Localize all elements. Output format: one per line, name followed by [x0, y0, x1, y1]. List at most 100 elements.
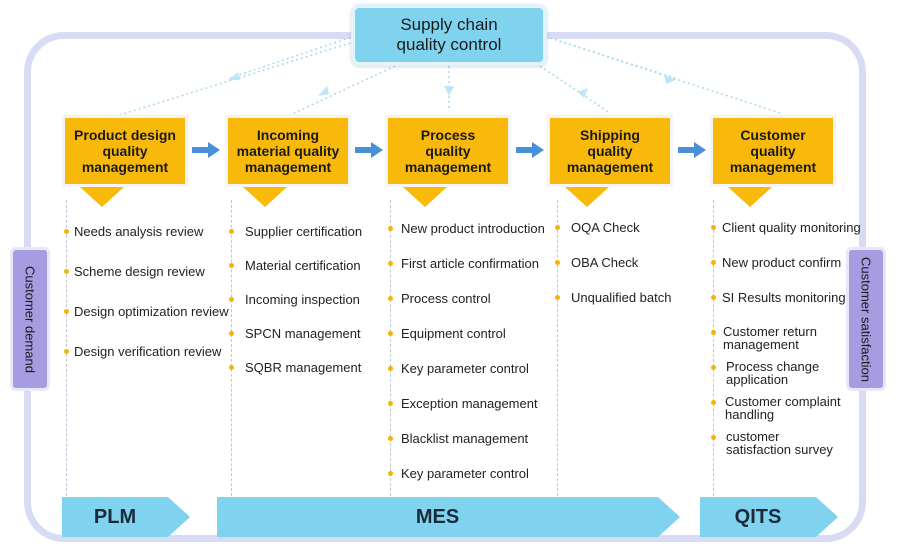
list-item: Exception management — [401, 396, 538, 411]
stage-5-line3: management — [729, 159, 817, 175]
stage-1-line3: management — [81, 159, 169, 175]
stage-4-line1: Shipping — [580, 127, 640, 143]
connector-2 — [289, 65, 396, 116]
stage-incoming-material: Incoming material quality management — [225, 115, 351, 187]
bullet-dot — [388, 401, 393, 406]
list-item: customer satisfaction survey — [726, 429, 833, 457]
customer-demand-banner: Customer demand — [10, 247, 50, 391]
connector-4 — [539, 65, 611, 114]
bullet-dot — [711, 435, 716, 440]
bullet-dot — [388, 471, 393, 476]
stage-process: Process quality management — [385, 115, 511, 187]
qits-label: QITS — [734, 505, 782, 528]
bullet-dot — [711, 260, 716, 265]
bullet-dot — [388, 436, 393, 441]
stage-customer: Customer quality management — [710, 115, 836, 187]
arrow-right-icon — [355, 142, 383, 158]
stage-product-design: Product design quality management — [62, 115, 188, 187]
bullet-dot — [388, 366, 393, 371]
list-item: Customer complaint handling — [725, 394, 841, 422]
customer-satisfaction-label: Customer satisfaction — [858, 256, 874, 382]
bullet-dot — [229, 263, 234, 268]
bullet-dot — [388, 331, 393, 336]
plm-label: PLM — [93, 505, 137, 528]
connector-arrowhead-5 — [664, 74, 676, 84]
bullet-dot — [64, 229, 69, 234]
stage-4-line2: quality — [587, 143, 633, 159]
list-item: Key parameter control — [401, 361, 529, 376]
stage-4-pointer — [565, 187, 609, 207]
bullet-dot — [388, 261, 393, 266]
list-item: New product introduction — [401, 221, 545, 236]
top-label-line1: Supply chain — [400, 15, 498, 34]
stage-3-line2: quality — [425, 143, 471, 159]
list-item: Supplier certification — [245, 224, 363, 239]
bullet-dot — [711, 400, 716, 405]
list-item: SQBR management — [245, 360, 362, 375]
bullet-dot — [711, 295, 716, 300]
bullet-dot — [64, 269, 69, 274]
stage-shipping: Shipping quality management — [547, 115, 673, 187]
stage-2-line1: Incoming — [256, 127, 320, 143]
list-item: New product confirm — [722, 255, 842, 270]
bullet-dot — [711, 225, 716, 230]
connector-arrowhead-3 — [444, 86, 454, 96]
bullet-dot — [711, 330, 716, 335]
stage-5-pointer — [728, 187, 772, 207]
bullet-dot — [711, 365, 716, 370]
list-item: Process control — [401, 291, 491, 306]
list-item: Client quality monitoring — [722, 220, 861, 235]
stage-4-line3: management — [566, 159, 654, 175]
mes-label: MES — [415, 505, 460, 528]
top-label-line2: quality control — [396, 35, 502, 54]
qits-system-bar: QITS — [700, 497, 838, 537]
plm-system-bar: PLM — [62, 497, 190, 537]
list-item: SI Results monitoring — [722, 290, 846, 305]
mes-system-bar: MES — [217, 497, 680, 537]
list-item: First article confirmation — [401, 256, 539, 271]
bullet-dot — [229, 331, 234, 336]
list-item: Customer return management — [723, 324, 817, 352]
column-guide-4 — [557, 200, 558, 496]
bullet-dot — [555, 260, 560, 265]
column-guide-2 — [231, 200, 232, 496]
bullet-dot — [555, 225, 560, 230]
stage-1-line2: quality — [102, 143, 148, 159]
stage-2-pointer — [243, 187, 287, 207]
list-item: OBA Check — [571, 255, 639, 270]
connector-1 — [119, 39, 361, 116]
connector-1b — [229, 35, 356, 79]
list-item: Scheme design review — [74, 264, 205, 279]
list-item: Needs analysis review — [74, 224, 204, 239]
bullet-dot — [64, 309, 69, 314]
supply-chain-quality-control-box: Supply chain quality control — [351, 4, 547, 66]
list-item: Blacklist management — [401, 431, 529, 446]
connector-arrowhead-4 — [578, 88, 588, 98]
connector-5b — [549, 37, 676, 79]
column-guide-3 — [390, 200, 391, 496]
arrow-right-icon — [678, 142, 706, 158]
bullet-dot — [388, 296, 393, 301]
bullet-dot — [64, 349, 69, 354]
list-item: Key parameter control — [401, 466, 529, 481]
stage-5-line1: Customer — [740, 127, 806, 143]
bullet-dot — [229, 297, 234, 302]
list-item: Design verification review — [74, 344, 222, 359]
list-item: Design optimization review — [74, 304, 229, 319]
bullet-dot — [229, 365, 234, 370]
column-guide-5 — [713, 200, 714, 496]
list-item: Process change application — [726, 359, 820, 387]
connector-arrowhead-2 — [318, 86, 329, 96]
bullet-dot — [229, 229, 234, 234]
bullet-dot — [555, 295, 560, 300]
stage-3-line3: management — [404, 159, 492, 175]
column-guide-1 — [66, 200, 67, 496]
customer-satisfaction-banner: Customer satisfaction — [846, 247, 886, 391]
arrow-right-icon — [192, 142, 220, 158]
list-item: SPCN management — [245, 326, 361, 341]
stage-5-line2: quality — [750, 143, 796, 159]
stage-1-line1: Product design — [74, 127, 176, 143]
stage-3-line1: Process — [420, 127, 476, 143]
list-item: Equipment control — [401, 326, 506, 341]
